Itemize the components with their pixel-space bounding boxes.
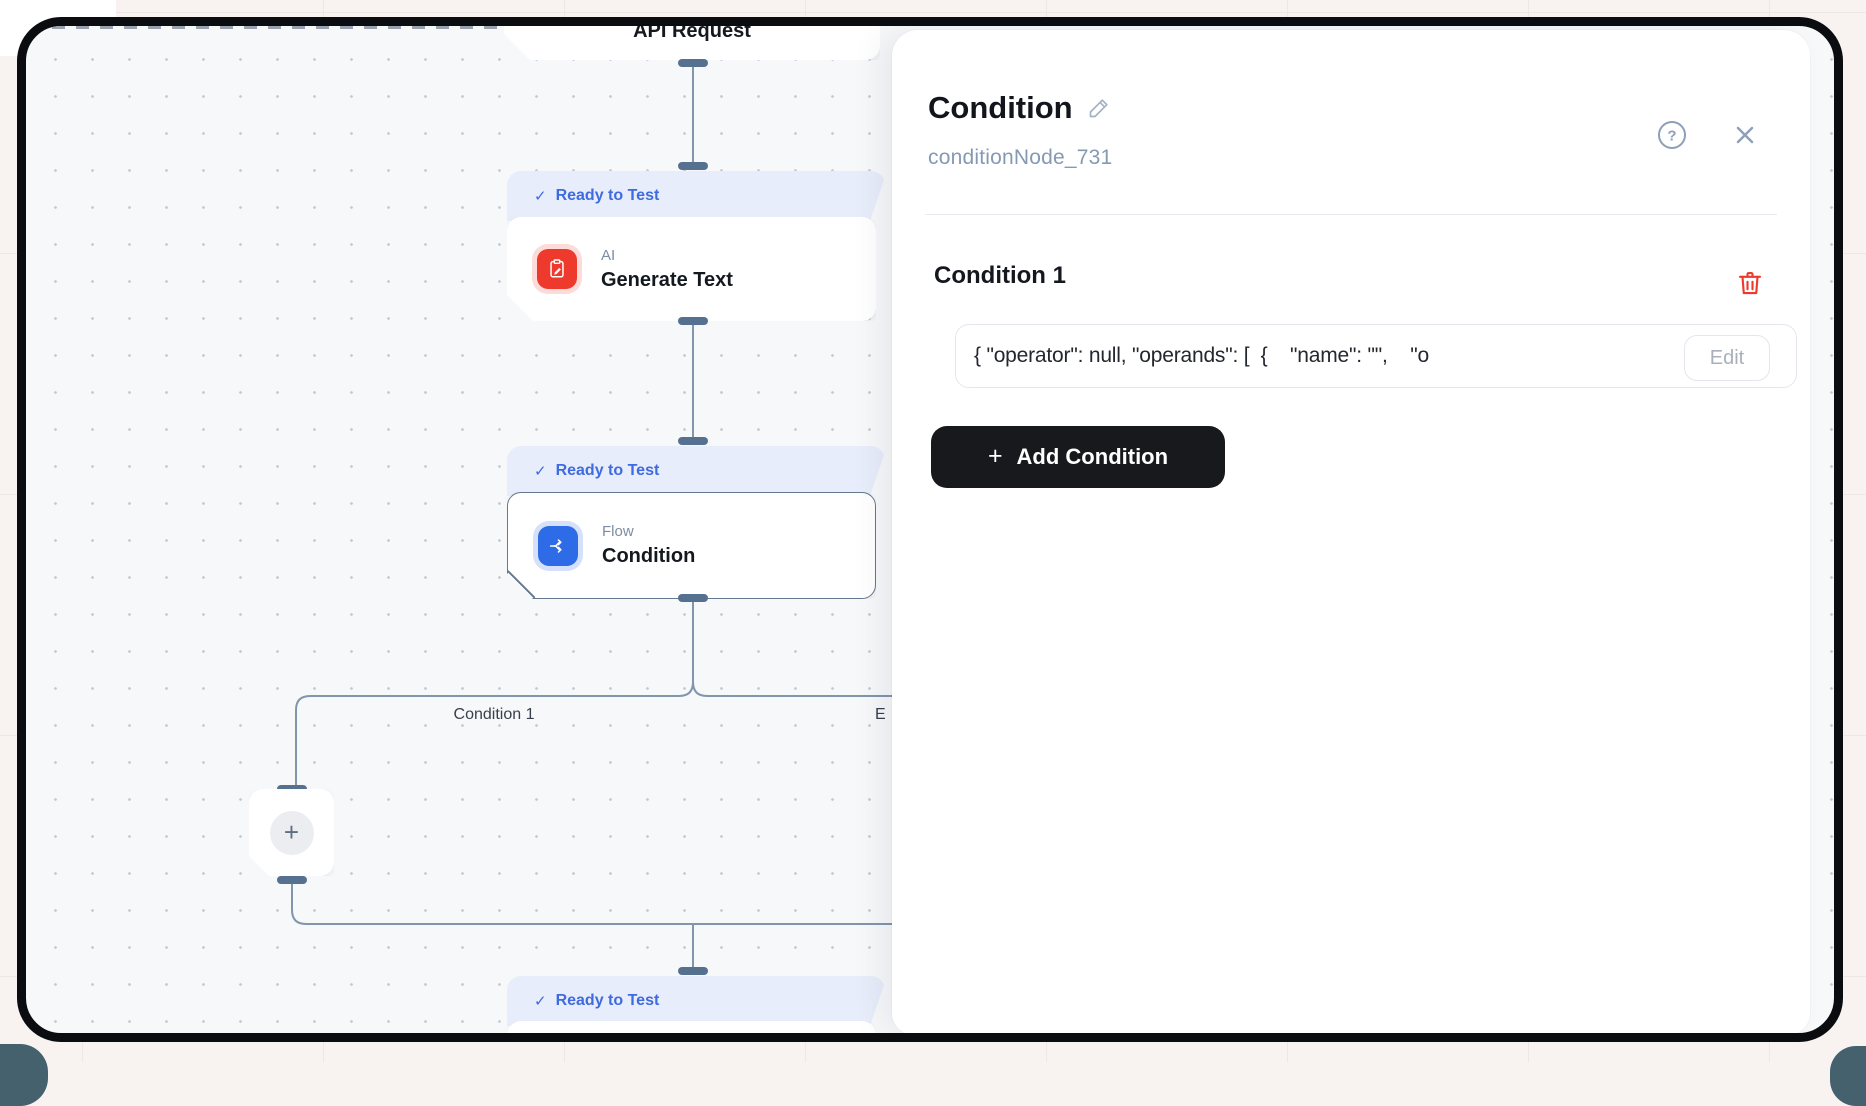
node-category: Flow (602, 523, 634, 540)
connector-handle[interactable] (678, 59, 708, 67)
backdrop-teal-right (1830, 1046, 1866, 1106)
check-icon: ✓ (534, 188, 547, 205)
add-step-node[interactable]: + (249, 789, 334, 876)
condition-json-preview: { "operator": null, "operands": [ { "nam… (974, 344, 1429, 367)
add-condition-label: Add Condition (1016, 444, 1169, 469)
check-icon: ✓ (534, 993, 547, 1010)
delete-condition-trash-icon[interactable] (1735, 268, 1765, 298)
status-label: Ready to Test (555, 462, 660, 479)
status-badge: ✓ Ready to Test (507, 171, 885, 221)
branch-split-icon (538, 526, 578, 566)
app-window: API Request ✓ Ready to Test AI Generate … (17, 17, 1843, 1042)
status-badge: ✓ Ready to Test (507, 446, 885, 496)
condition-value-field[interactable]: { "operator": null, "operands": [ { "nam… (955, 324, 1797, 388)
plus-icon: + (987, 441, 1003, 470)
connector-handle[interactable] (678, 594, 708, 602)
node-id: conditionNode_731 (928, 146, 1113, 169)
svg-text:?: ? (1667, 128, 1676, 145)
connector-handle[interactable] (678, 317, 708, 325)
condition-section-heading: Condition 1 (934, 262, 1066, 289)
backdrop-teal-left (0, 1044, 48, 1106)
node-bottom[interactable] (507, 1021, 876, 1042)
connector-handle[interactable] (678, 162, 708, 170)
status-label: Ready to Test (555, 992, 660, 1009)
status-label: Ready to Test (555, 187, 660, 204)
connector-handle[interactable] (678, 967, 708, 975)
node-title: API Request (633, 19, 751, 42)
close-icon[interactable] (1729, 119, 1761, 151)
edit-button[interactable]: Edit (1684, 335, 1770, 381)
panel-title: Condition (928, 90, 1073, 125)
group-dashed-border (28, 26, 504, 29)
connector-handle[interactable] (277, 876, 307, 884)
node-category: AI (601, 246, 616, 264)
plus-icon: + (270, 811, 314, 855)
node-generate-text[interactable]: AI Generate Text (507, 217, 876, 321)
node-title: Condition (602, 545, 696, 567)
status-badge: ✓ Ready to Test (507, 976, 885, 1026)
condition-config-panel: Condition conditionNode_731 ? Condition … (892, 30, 1810, 1033)
connector-handle[interactable] (678, 437, 708, 445)
clipboard-edit-icon (537, 249, 577, 289)
add-condition-button[interactable]: + Add Condition (931, 426, 1225, 488)
node-title: Generate Text (601, 268, 733, 291)
rename-pencil-icon[interactable] (1086, 94, 1113, 126)
node-condition[interactable]: Flow Condition (507, 492, 876, 599)
branch-label-condition-1: Condition 1 (453, 706, 535, 723)
node-api-request[interactable]: API Request (504, 17, 880, 60)
divider (925, 214, 1777, 215)
check-icon: ✓ (534, 463, 547, 480)
help-icon[interactable]: ? (1656, 119, 1688, 151)
flow-edges (291, 67, 898, 967)
branch-label-else: E (875, 706, 886, 723)
